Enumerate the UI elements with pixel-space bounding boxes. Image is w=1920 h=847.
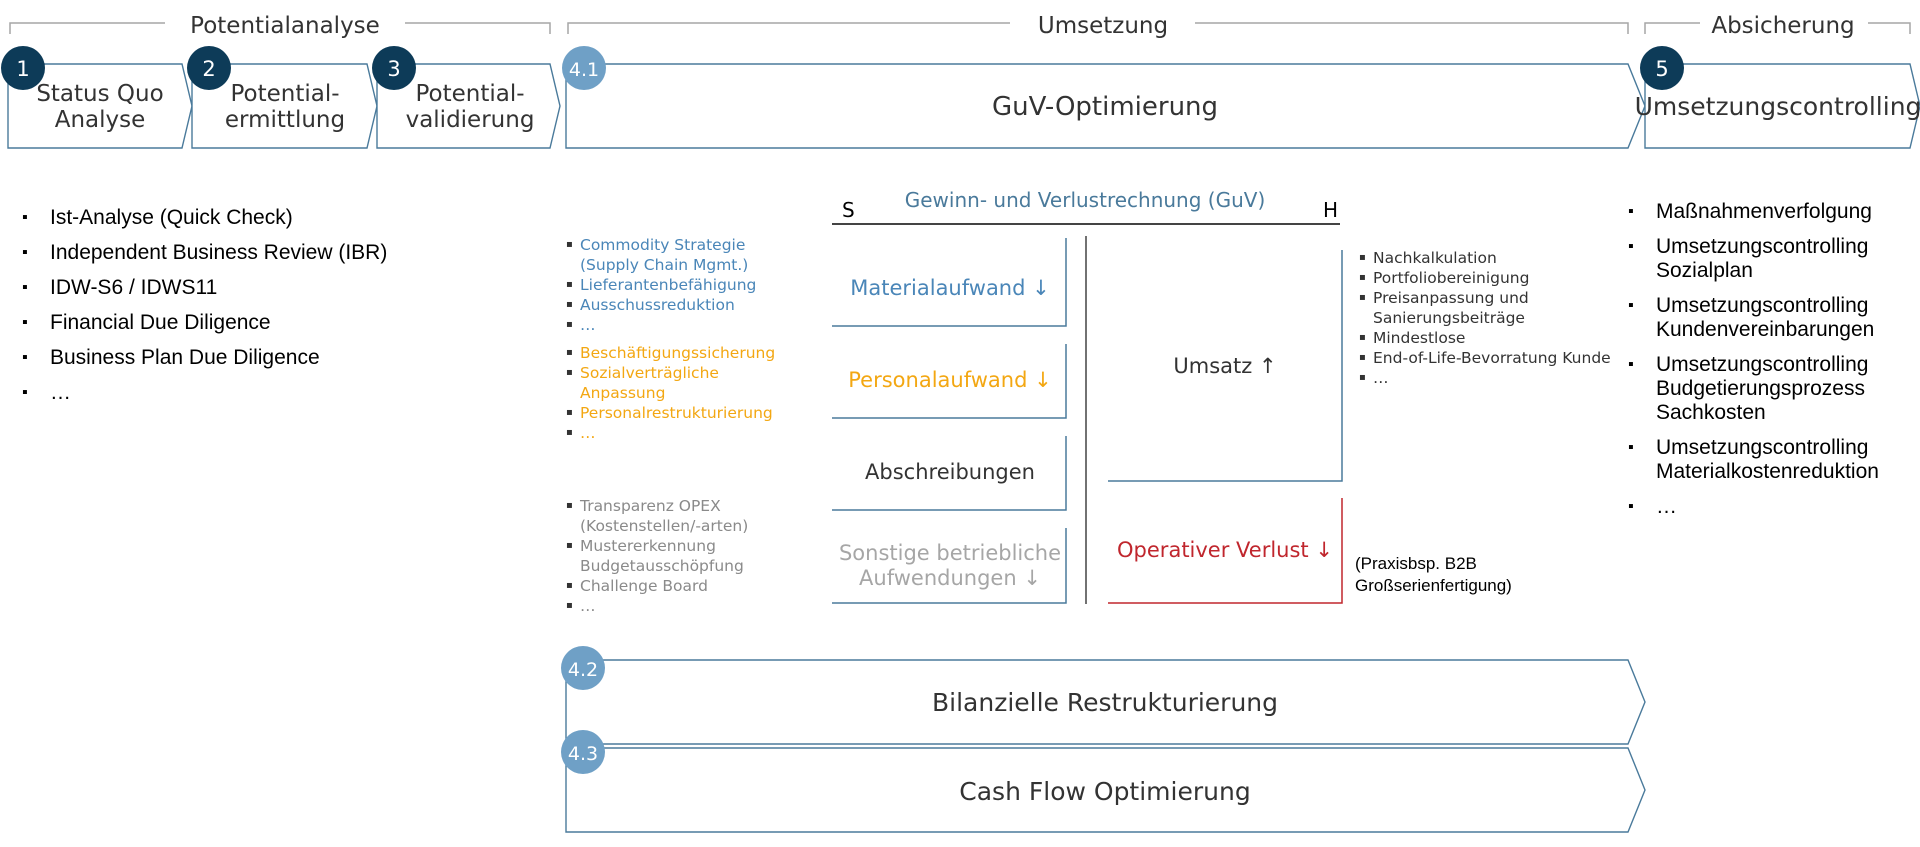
step-3-label-line1: Potential- (415, 81, 524, 107)
materialaufwand-measures-list: Commodity Strategie (Supply Chain Mgmt.)… (565, 235, 805, 335)
list-item: Mustererkennung Budgetausschöpfung (565, 536, 805, 576)
step-badge-2-number: 2 (202, 57, 215, 81)
guv-box-umsatz: Umsatz ↑ (1108, 250, 1343, 482)
list-item: … (565, 423, 805, 443)
step-4-2-bilanzielle-restrukturierung: Bilanzielle Restrukturierung (565, 659, 1646, 745)
list-item: … (565, 315, 805, 335)
materialaufwand-down-arrow: ↓ (1032, 276, 1050, 300)
phase-label-potentialanalyse: Potentialanalyse (190, 13, 380, 39)
verlust-label: Operativer Verlust ↓ (1117, 538, 1333, 562)
list-item: … (1358, 368, 1628, 388)
materialaufwand-label: Materialaufwand ↓ (850, 276, 1050, 300)
list-item: Maßnahmenverfolgung (1628, 200, 1918, 224)
guv-box-materialaufwand: Materialaufwand ↓ (832, 238, 1067, 327)
sonstige-label-line1: Sonstige betriebliche (839, 541, 1061, 565)
list-item: Preisanpassung und Sanierungsbeiträge (1358, 288, 1628, 328)
guv-box-sonstige-aufwendungen: Sonstige betriebliche Aufwendungen ↓ (832, 528, 1067, 604)
step-5-label: Umsetzungscontrolling (1635, 92, 1920, 121)
step-4-2-label: Bilanzielle Restrukturierung (932, 688, 1278, 717)
personalaufwand-down-arrow: ↓ (1034, 368, 1052, 392)
absicherung-list: Maßnahmenverfolgung Umsetzungscontrollin… (1628, 200, 1918, 530)
step-badge-4-2: 4.2 (561, 646, 605, 690)
step-2-label-line2: ermittlung (225, 107, 345, 133)
step-badge-5: 5 (1640, 46, 1684, 90)
phase-label-absicherung: Absicherung (1711, 13, 1854, 39)
sonstige-label-line2: Aufwendungen ↓ (859, 566, 1041, 590)
list-item: … (22, 375, 542, 410)
step-badge-3-number: 3 (387, 57, 400, 81)
list-item: … (565, 596, 805, 616)
list-item: … (1628, 495, 1918, 519)
step-badge-4-1: 4.1 (562, 46, 606, 90)
list-item: Personalrestrukturierung (565, 403, 805, 423)
list-item: Commodity Strategie (Supply Chain Mgmt.) (565, 235, 805, 275)
guv-t-account: Gewinn- und Verlustrechnung (GuV) S H Ma… (832, 188, 1343, 604)
step-3-potentialvalidierung: Potential- validierung (376, 63, 561, 149)
umsatz-label: Umsatz ↑ (1173, 354, 1276, 378)
list-item: Nachkalkulation (1358, 248, 1628, 268)
sonstige-down-arrow: ↓ (1023, 566, 1041, 590)
example-note: (Praxisbsp. B2B Großserienfertigung) (1355, 554, 1512, 595)
step-badge-1-number: 1 (16, 57, 29, 81)
verlust-down-arrow: ↓ (1315, 538, 1333, 562)
step-2-potentialermittlung: Potential- ermittlung (191, 63, 378, 149)
step-1-label-line1: Status Quo (36, 81, 163, 107)
list-item: Umsetzungscontrolling Sozialplan (1628, 235, 1918, 283)
phase-header-potentialanalyse: Potentialanalyse (9, 13, 551, 39)
guv-box-abschreibungen: Abschreibungen (832, 436, 1067, 511)
step-1-status-quo-analyse: Status Quo Analyse (7, 63, 193, 149)
step-badge-4-1-number: 4.1 (569, 59, 599, 81)
phase-header-umsetzung: Umsetzung (567, 13, 1629, 39)
personalaufwand-label: Personalaufwand ↓ (848, 368, 1051, 392)
sonstige-measures-list: Transparenz OPEX (Kostenstellen/-arten) … (565, 496, 805, 616)
personalaufwand-measures-list: Beschäftigungssicherung Sozialverträglic… (565, 343, 805, 443)
list-item: Transparenz OPEX (Kostenstellen/-arten) (565, 496, 805, 536)
list-item: Challenge Board (565, 576, 805, 596)
step-badge-4-2-number: 4.2 (568, 659, 598, 681)
list-item: Sozialverträgliche Anpassung (565, 363, 805, 403)
list-item: Ausschussreduktion (565, 295, 805, 315)
abschreibungen-label: Abschreibungen (865, 460, 1035, 484)
step-badge-5-number: 5 (1655, 57, 1668, 81)
step-4-1-label: GuV-Optimierung (992, 92, 1218, 122)
step-4-1-guv-optimierung: GuV-Optimierung (565, 63, 1646, 149)
guv-box-personalaufwand: Personalaufwand ↓ (832, 344, 1067, 419)
list-item: Umsetzungscontrolling Budgetierungsproze… (1628, 353, 1918, 425)
step-4-3-cash-flow-optimierung: Cash Flow Optimierung (565, 747, 1646, 833)
step-5-umsetzungscontrolling: Umsetzungscontrolling (1635, 63, 1920, 149)
list-item: Lieferantenbefähigung (565, 275, 805, 295)
list-item: IDW-S6 / IDWS11 (22, 270, 542, 305)
step-badge-3: 3 (372, 46, 416, 90)
list-item: Umsetzungscontrolling Kundenvereinbarung… (1628, 294, 1918, 342)
umsatz-measures-list: Nachkalkulation Portfoliobereinigung Pre… (1358, 248, 1628, 388)
list-item: Financial Due Diligence (22, 305, 542, 340)
step-badge-2: 2 (187, 46, 231, 90)
potentialanalyse-list: Ist-Analyse (Quick Check) Independent Bu… (22, 200, 542, 410)
phase-header-absicherung: Absicherung (1644, 13, 1911, 39)
step-badge-4-3-number: 4.3 (568, 743, 598, 765)
list-item: Mindestlose (1358, 328, 1628, 348)
step-2-label-line1: Potential- (230, 81, 339, 107)
guv-haben-label: H (1323, 198, 1338, 222)
list-item: Independent Business Review (IBR) (22, 235, 542, 270)
list-item: Umsetzungscontrolling Materialkostenredu… (1628, 436, 1918, 484)
phase-label-umsetzung: Umsetzung (1038, 13, 1168, 39)
list-item: Ist-Analyse (Quick Check) (22, 200, 542, 235)
step-badge-4-3: 4.3 (561, 730, 605, 774)
list-item: Business Plan Due Diligence (22, 340, 542, 375)
step-3-label-line2: validierung (406, 107, 535, 133)
umsatz-up-arrow: ↑ (1259, 354, 1277, 378)
guv-title: Gewinn- und Verlustrechnung (GuV) (905, 188, 1266, 212)
guv-soll-label: S (842, 198, 855, 222)
step-badge-1: 1 (1, 46, 45, 90)
list-item: Beschäftigungssicherung (565, 343, 805, 363)
step-1-label-line2: Analyse (55, 107, 146, 133)
list-item: End-of-Life-Bevorratung Kunde (1358, 348, 1628, 368)
list-item: Portfoliobereinigung (1358, 268, 1628, 288)
step-4-3-label: Cash Flow Optimierung (959, 777, 1250, 806)
guv-box-operativer-verlust: Operativer Verlust ↓ (1108, 498, 1343, 604)
